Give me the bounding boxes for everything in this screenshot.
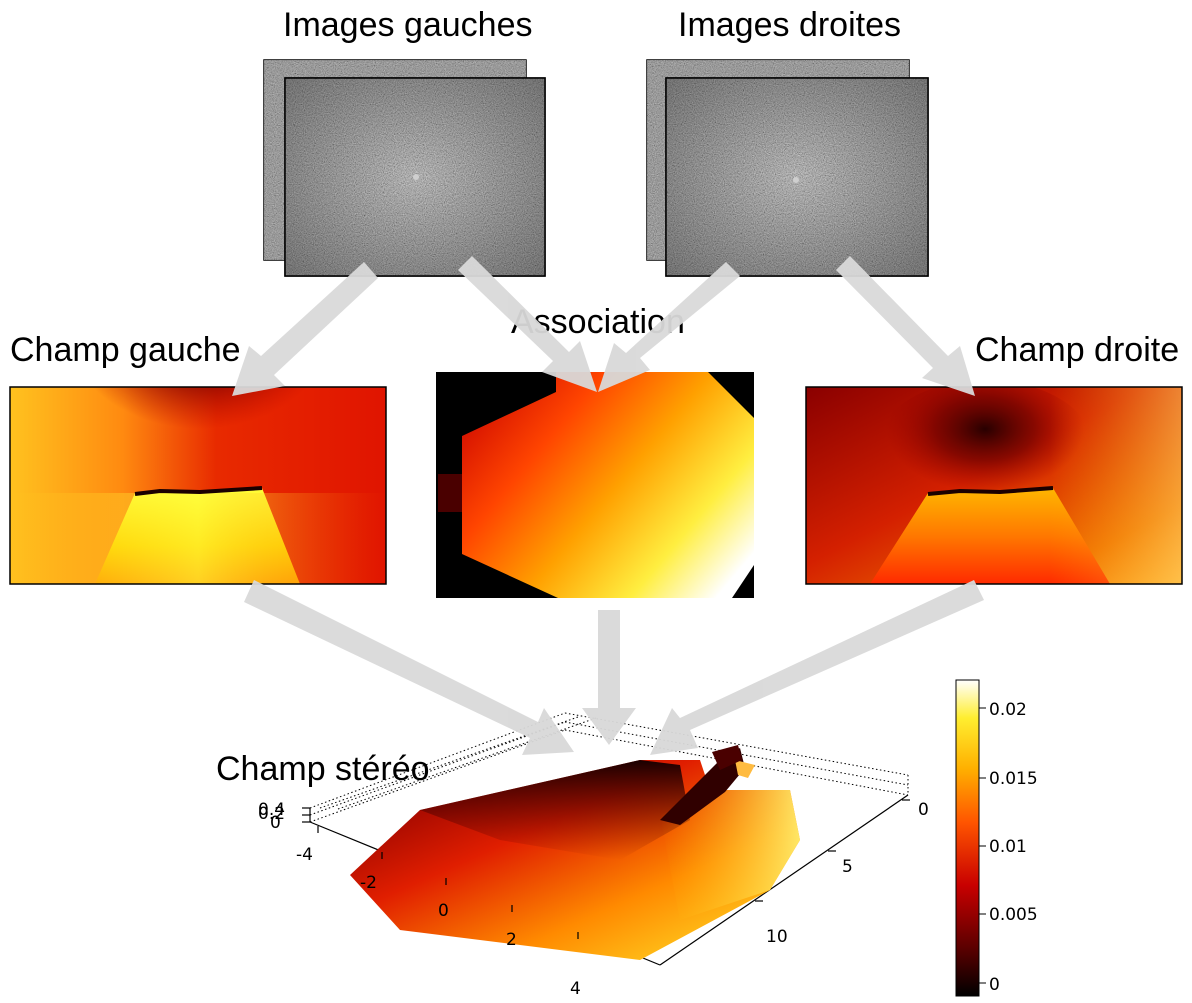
- colorbar: 0.02 0.015 0.01 0.005 0: [955, 679, 1038, 997]
- colorbar-tick-label: 0.015: [989, 769, 1038, 789]
- colorbar-tick-label: 0.02: [989, 700, 1027, 720]
- left-field-heatmap: [10, 387, 386, 584]
- z-tick-label: 0: [270, 813, 281, 833]
- y-tick-label: 5: [842, 857, 853, 877]
- association-map: [436, 372, 754, 598]
- y-tick-label: 0: [918, 800, 929, 820]
- colorbar-tick-label: 0.005: [989, 905, 1038, 925]
- arrow-left-images-to-association: [458, 256, 597, 392]
- particle-dot: [413, 174, 419, 180]
- z-tick-label: 0.2: [258, 804, 285, 824]
- arrow-right-images-to-association: [598, 262, 740, 392]
- colorbar-tick-label: 0: [989, 975, 1000, 995]
- plot-grid: [309, 712, 909, 823]
- left-images-stack: [263, 59, 546, 277]
- y-tick-label: 10: [766, 927, 788, 947]
- x-tick-label: -2: [360, 873, 377, 893]
- x-tick-label: 2: [506, 930, 517, 950]
- x-tick-label: 0: [438, 901, 449, 921]
- arrow-left-images-to-left-field: [232, 262, 378, 396]
- left-field-label: Champ gauche: [10, 331, 241, 369]
- right-images-label: Images droites: [678, 6, 901, 44]
- stereo-field-label: Champ stéréo: [216, 750, 430, 788]
- right-field-heatmap: [806, 387, 1182, 584]
- arrow-right-images-to-right-field: [836, 256, 975, 396]
- colorbar-gradient: [955, 679, 980, 997]
- flow-arrows: [232, 256, 984, 755]
- arrow-association-to-stereo: [582, 610, 636, 745]
- stereo-3d-plot: -4 -2 0 2 4 0 5 10 0.4 0.2 0: [258, 712, 929, 999]
- particle-dot-right: [793, 177, 799, 183]
- colorbar-tick-label: 0.01: [989, 837, 1027, 857]
- left-images-label: Images gauches: [283, 6, 533, 44]
- arrow-left-field-to-stereo: [244, 580, 574, 755]
- z-tick-label: 0.4: [258, 800, 285, 820]
- arrow-right-field-to-stereo: [650, 580, 984, 755]
- x-tick-label: 4: [570, 979, 581, 999]
- right-field-label: Champ droite: [975, 331, 1180, 369]
- association-region: [438, 372, 754, 598]
- x-tick-label: -4: [296, 845, 313, 865]
- right-images-stack: [646, 59, 929, 277]
